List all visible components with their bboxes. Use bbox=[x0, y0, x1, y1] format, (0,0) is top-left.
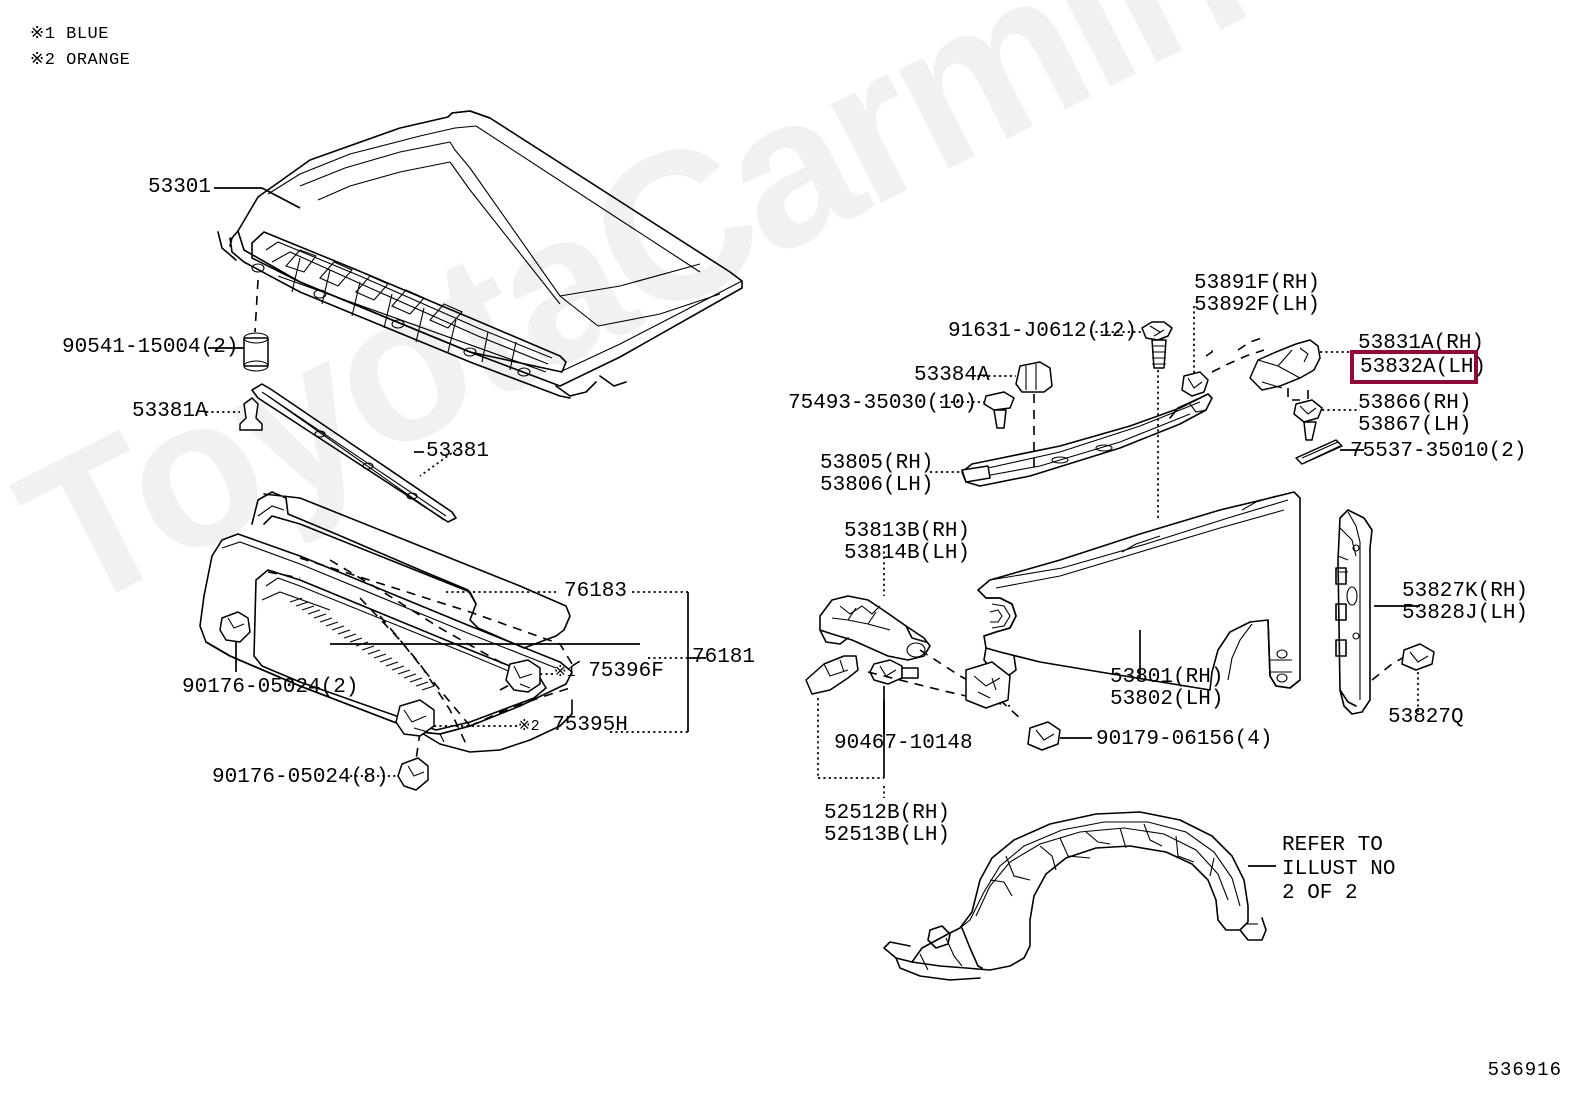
label-clip-lh: 53867(LH) bbox=[1358, 414, 1472, 437]
label-bracket2-lh: 52513B(LH) bbox=[824, 824, 951, 847]
refer-note-line-3: 2 OF 2 bbox=[1282, 882, 1358, 905]
label-retainer: 53384A bbox=[914, 364, 990, 387]
highlighted-part-box[interactable]: 53832A(LH) bbox=[1350, 350, 1486, 384]
label-bracket-rh: 53813B(RH) bbox=[844, 520, 971, 543]
legend-marker-2: ※2 bbox=[30, 51, 56, 70]
screw-drawing bbox=[1295, 439, 1364, 465]
label-bracket2-rh: 52512B(RH) bbox=[824, 802, 951, 825]
fender-liner-drawing bbox=[883, 811, 1276, 981]
clip-2-drawing bbox=[219, 611, 251, 672]
label-clip-rh: 53866(RH) bbox=[1358, 392, 1472, 415]
label-seal-clip: 53381A bbox=[132, 400, 208, 423]
legend-item-orange: ※2 ORANGE bbox=[30, 48, 130, 74]
label-clip-orange-text: 75395H bbox=[552, 714, 628, 737]
label-hood: 53301 bbox=[148, 176, 212, 199]
label-pad-lh: 53892F(LH) bbox=[1194, 294, 1321, 317]
mudguard-clip-drawing bbox=[1293, 399, 1360, 441]
grille-bracket-lines bbox=[330, 591, 706, 733]
label-mudguard-rh: 53831A(RH) bbox=[1358, 332, 1485, 355]
small-bolt-drawing bbox=[867, 659, 1011, 734]
label-clip-blue: ※1 75396F bbox=[554, 658, 664, 686]
apron-clip-drawing bbox=[1401, 643, 1435, 714]
hood-bumper-drawing bbox=[208, 279, 269, 372]
label-seal: 53381 bbox=[426, 440, 490, 463]
clip-orange-drawing bbox=[395, 699, 520, 737]
legend-label-orange: ORANGE bbox=[66, 51, 131, 70]
legend-label-blue: BLUE bbox=[66, 25, 109, 44]
label-mudguard-lh: 53832A(LH) bbox=[1360, 356, 1487, 379]
label-hood-bumper: 90541-15004(2) bbox=[62, 336, 239, 359]
pad-drawing bbox=[1181, 306, 1265, 397]
hinge-bracket-drawing bbox=[819, 546, 991, 693]
label-pad-rh: 53891F(RH) bbox=[1194, 272, 1321, 295]
refer-note-line-2: ILLUST NO bbox=[1282, 858, 1396, 881]
illustration-number: 536916 bbox=[1487, 1059, 1562, 1081]
marker-blue: ※1 bbox=[554, 664, 576, 681]
label-grille-assy: 76181 bbox=[692, 646, 756, 669]
apron-drawing bbox=[1335, 509, 1420, 715]
label-nut: 90179-06156(4) bbox=[1096, 728, 1273, 751]
label-small-bolt: 90467-10148 bbox=[834, 732, 973, 755]
label-clip-orange: ※2 75395H bbox=[518, 712, 628, 740]
label-clip-2: 90176-05024(2) bbox=[182, 676, 359, 699]
label-apron-clip: 53827Q bbox=[1388, 706, 1464, 729]
legend-marker-1: ※1 bbox=[30, 25, 56, 44]
label-seal-lh: 53806(LH) bbox=[820, 474, 934, 497]
marker-orange: ※2 bbox=[518, 718, 540, 735]
label-clip-8: 90176-05024(8) bbox=[212, 766, 389, 789]
fender-drawing bbox=[965, 491, 1301, 709]
label-grille-upper: 76183 bbox=[564, 580, 628, 603]
label-bracket-lh: 53814B(LH) bbox=[844, 542, 971, 565]
label-fender-rh: 53801(RH) bbox=[1110, 666, 1224, 689]
label-bolt: 91631-J0612(12) bbox=[948, 320, 1138, 343]
nut-drawing bbox=[999, 699, 1092, 751]
color-legend: ※1 BLUE ※2 ORANGE bbox=[30, 22, 130, 74]
clip-10-drawing bbox=[940, 391, 1015, 429]
legend-item-blue: ※1 BLUE bbox=[30, 22, 130, 48]
label-fender-lh: 53802(LH) bbox=[1110, 688, 1224, 711]
label-seal-rh: 53805(RH) bbox=[820, 452, 934, 475]
label-screw: 75537-35010(2) bbox=[1350, 440, 1527, 463]
bolt-drawing bbox=[1090, 321, 1173, 520]
label-clip-blue-text: 75396F bbox=[588, 660, 664, 683]
label-apron-lh: 53828J(LH) bbox=[1402, 602, 1529, 625]
seal-clip-drawing bbox=[206, 397, 263, 431]
right-seal-drawing bbox=[930, 393, 1213, 487]
clip-blue-drawing bbox=[505, 659, 556, 693]
retainer-drawing bbox=[972, 361, 1053, 470]
hood-seal-drawing bbox=[251, 383, 457, 523]
hood-drawing bbox=[214, 110, 743, 399]
refer-note-line-1: REFER TO bbox=[1282, 834, 1383, 857]
label-apron-rh: 53827K(RH) bbox=[1402, 580, 1529, 603]
label-clip-10: 75493-35030(10) bbox=[788, 392, 978, 415]
clip-8-drawing bbox=[350, 757, 429, 791]
